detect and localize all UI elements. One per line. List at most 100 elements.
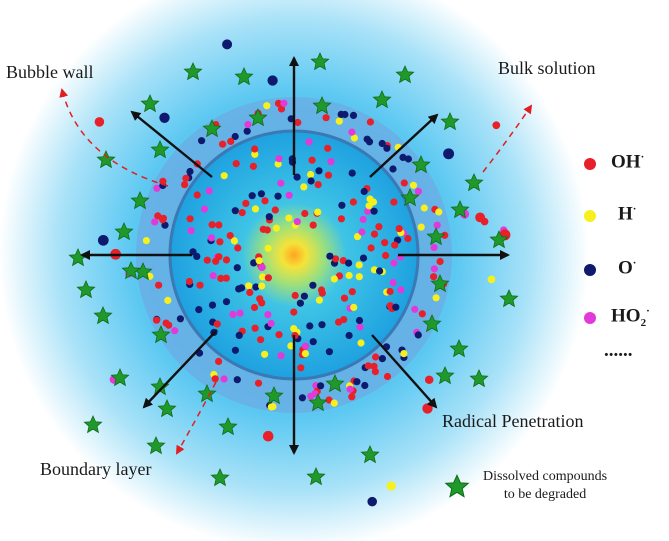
ho2-radical [390, 259, 398, 267]
o-radical [341, 110, 349, 119]
oh-radical [492, 121, 501, 130]
h-radical [353, 233, 362, 241]
o-radical [265, 213, 273, 221]
h-radical [245, 282, 253, 290]
o-radical [306, 322, 314, 330]
o-radical [309, 338, 317, 346]
h-radical [435, 208, 443, 216]
oh-radical [308, 156, 316, 164]
ho2-radical [205, 187, 213, 195]
h-radical [350, 303, 358, 311]
ho2-radical [414, 187, 422, 195]
oh-radical [185, 277, 193, 286]
oh-radical [404, 234, 412, 243]
oh-radical [159, 177, 167, 185]
h-radical [258, 282, 266, 290]
oh-legend-label: OH· [611, 151, 645, 173]
ho2-radical [302, 342, 310, 350]
h-radical [432, 294, 440, 302]
oh-radical [215, 253, 223, 261]
ho2-radical [267, 319, 275, 327]
oh-radical [291, 291, 299, 300]
o-radical [235, 331, 243, 339]
oh-radical [246, 288, 254, 297]
dashed-arrows [59, 88, 533, 455]
radical-particles [94, 39, 511, 507]
ho2-radical [430, 265, 438, 273]
o-radical [231, 346, 239, 354]
ho2-radical [358, 228, 366, 236]
h-dot [584, 210, 596, 222]
o-radical [365, 138, 374, 146]
ho2-radical [285, 191, 293, 199]
oh-radical [226, 232, 234, 240]
o-radical [307, 177, 315, 185]
ho2-radical [277, 352, 285, 360]
oh-radical [391, 241, 399, 249]
o-radical [231, 207, 239, 215]
o-radical [370, 207, 378, 215]
o-radical [300, 292, 308, 300]
o-radical [414, 331, 422, 339]
o-radical [176, 315, 184, 323]
oh-radical [251, 145, 259, 153]
o-legend-label: O· [618, 257, 637, 279]
oh-dot [584, 158, 596, 170]
oh-radical [162, 319, 170, 327]
o-radical [231, 132, 239, 141]
h-radical [255, 257, 263, 265]
arrow-up-right [369, 113, 439, 178]
h-radical [345, 271, 353, 280]
ho2-radical [280, 99, 288, 107]
oh-radical [203, 256, 211, 264]
h-radical [335, 117, 343, 125]
ho2-radical [187, 227, 195, 235]
h-radical [365, 202, 373, 210]
oh-radical [324, 144, 332, 152]
o-radical [325, 348, 333, 356]
ho2-radical [348, 128, 356, 136]
o-radical [399, 153, 407, 161]
oh-radical [271, 206, 279, 214]
o-radical [159, 112, 170, 123]
ho2-radical [264, 311, 272, 319]
h-radical [357, 339, 365, 347]
oh-radical [383, 372, 392, 381]
ho2-radical [433, 221, 441, 229]
o-radical [326, 252, 334, 260]
oh-radical [155, 281, 163, 289]
oh-radical [400, 179, 408, 187]
oh-radical [242, 199, 250, 207]
h-radical [251, 205, 260, 213]
oh-radical [475, 212, 485, 223]
oh-radical [335, 272, 344, 280]
o-radical [360, 187, 368, 196]
h-radical [142, 237, 150, 245]
h-radical [315, 296, 323, 304]
oh-radical [386, 302, 394, 310]
oh-radical [234, 244, 242, 252]
o-radical [359, 254, 368, 262]
o-radical [195, 306, 203, 314]
oh-radical [325, 396, 333, 404]
oh-radical [232, 160, 240, 168]
ho2-radical [305, 138, 313, 146]
oh-radical [367, 244, 375, 252]
h-radical [300, 183, 308, 191]
h-radical [264, 244, 272, 252]
oh-radical [217, 274, 225, 282]
oh-radical [215, 357, 223, 365]
oh-radical [395, 225, 403, 233]
o-radical [293, 173, 301, 181]
o-radical [378, 139, 386, 148]
oh-radical [386, 287, 394, 296]
o-radical [267, 75, 278, 86]
oh-radical [213, 320, 221, 328]
oh-radical [257, 336, 265, 344]
legend-more: ...... [604, 340, 633, 361]
oh-radical [370, 362, 378, 370]
oh-radical [153, 316, 161, 324]
o-radical [235, 285, 243, 293]
oh-radical [436, 257, 444, 266]
arrow-down-left [142, 329, 218, 409]
